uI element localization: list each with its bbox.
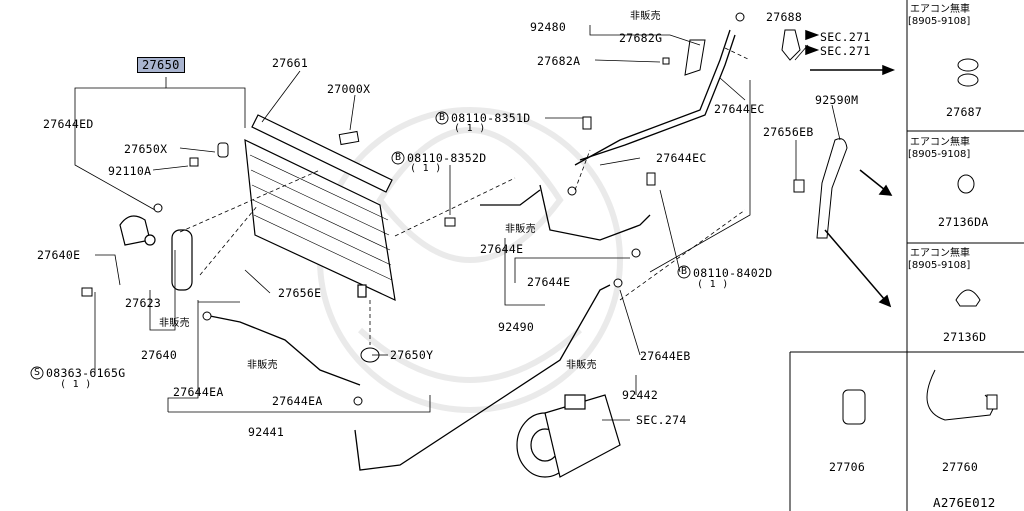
quantity-note: ( 1 ): [410, 163, 442, 174]
part-label[interactable]: 27650Y: [390, 348, 434, 362]
part-label[interactable]: 27136DA: [938, 215, 989, 229]
part-label[interactable]: 08110-8402D: [693, 266, 773, 280]
part-label[interactable]: 27760: [942, 460, 979, 474]
section-reference[interactable]: SEC.271: [820, 30, 871, 44]
part-label[interactable]: 27682G: [619, 31, 663, 45]
part-label-highlighted[interactable]: 27650: [137, 57, 185, 73]
not-for-sale-note: 非販売: [247, 360, 278, 371]
side-panel-range: [8905-9108]: [908, 260, 971, 271]
part-label[interactable]: 27644E: [527, 275, 571, 289]
section-reference[interactable]: SEC.274: [636, 413, 687, 427]
part-label[interactable]: 08363-6165G: [46, 366, 126, 380]
part-label[interactable]: 27000X: [327, 82, 371, 96]
part-label[interactable]: 27644EA: [272, 394, 323, 408]
quantity-note: ( 1 ): [454, 123, 486, 134]
receiver-drier[interactable]: [119, 215, 193, 291]
side-panel-range: [8905-9108]: [908, 16, 971, 27]
part-label[interactable]: 27706: [829, 460, 866, 474]
circle-marker-b: B: [681, 266, 688, 277]
part-label[interactable]: 92110A: [108, 164, 152, 178]
leader-lines: [74, 25, 841, 421]
side-panel-parts[interactable]: [842, 58, 998, 425]
part-label[interactable]: 27656EB: [763, 125, 814, 139]
not-for-sale-note: 非販売: [566, 360, 597, 371]
part-label[interactable]: 27687: [946, 105, 983, 119]
part-label[interactable]: 27644EA: [173, 385, 224, 399]
not-for-sale-note: 非販売: [630, 11, 661, 22]
condenser[interactable]: [244, 114, 396, 302]
quantity-note: ( 1 ): [697, 279, 729, 290]
side-panel-title: エアコン無車: [910, 248, 970, 259]
ac-pipes[interactable]: [204, 29, 736, 471]
not-for-sale-note: 非販売: [505, 224, 536, 235]
circle-marker-b: B: [439, 112, 446, 123]
label-tag-27000X[interactable]: [338, 130, 360, 146]
diagram-code: A276E012: [933, 495, 996, 510]
part-label[interactable]: 08110-8351D: [451, 111, 531, 125]
fittings[interactable]: [81, 12, 848, 406]
part-label[interactable]: 27661: [272, 56, 309, 70]
circle-marker-b: B: [395, 152, 402, 163]
direction-arrows: [805, 29, 896, 308]
not-for-sale-note: 非販売: [159, 318, 190, 329]
part-label[interactable]: 92441: [248, 425, 285, 439]
part-label[interactable]: 27644ED: [43, 117, 94, 131]
side-panel-range: [8905-9108]: [908, 149, 971, 160]
part-label[interactable]: 27656E: [278, 286, 322, 300]
part-label[interactable]: 27623: [125, 296, 162, 310]
quantity-note: ( 1 ): [60, 379, 92, 390]
part-label[interactable]: 27688: [766, 10, 803, 24]
side-panel-frames: [789, 0, 1024, 511]
side-panel-title: エアコン無車: [910, 4, 970, 15]
part-label[interactable]: 27650X: [124, 142, 168, 156]
part-label[interactable]: 27682A: [537, 54, 581, 68]
compressor[interactable]: [516, 394, 621, 478]
part-label[interactable]: 27136D: [943, 330, 987, 344]
section-reference[interactable]: SEC.271: [820, 44, 871, 58]
part-label[interactable]: 27644E: [480, 242, 524, 256]
part-label[interactable]: 27644EB: [640, 349, 691, 363]
side-panel-title: エアコン無車: [910, 137, 970, 148]
circled-markers: [30, 111, 691, 380]
part-label[interactable]: 92442: [622, 388, 659, 402]
part-label[interactable]: 08110-8352D: [407, 151, 487, 165]
part-label[interactable]: 27640E: [37, 248, 81, 262]
part-label[interactable]: 92480: [530, 20, 567, 34]
part-label[interactable]: 27644EC: [714, 102, 765, 116]
part-label[interactable]: 92590M: [815, 93, 859, 107]
part-label[interactable]: 27640: [141, 348, 178, 362]
circle-marker-s: S: [34, 367, 41, 378]
part-label[interactable]: 27644EC: [656, 151, 707, 165]
part-label[interactable]: 92490: [498, 320, 535, 334]
